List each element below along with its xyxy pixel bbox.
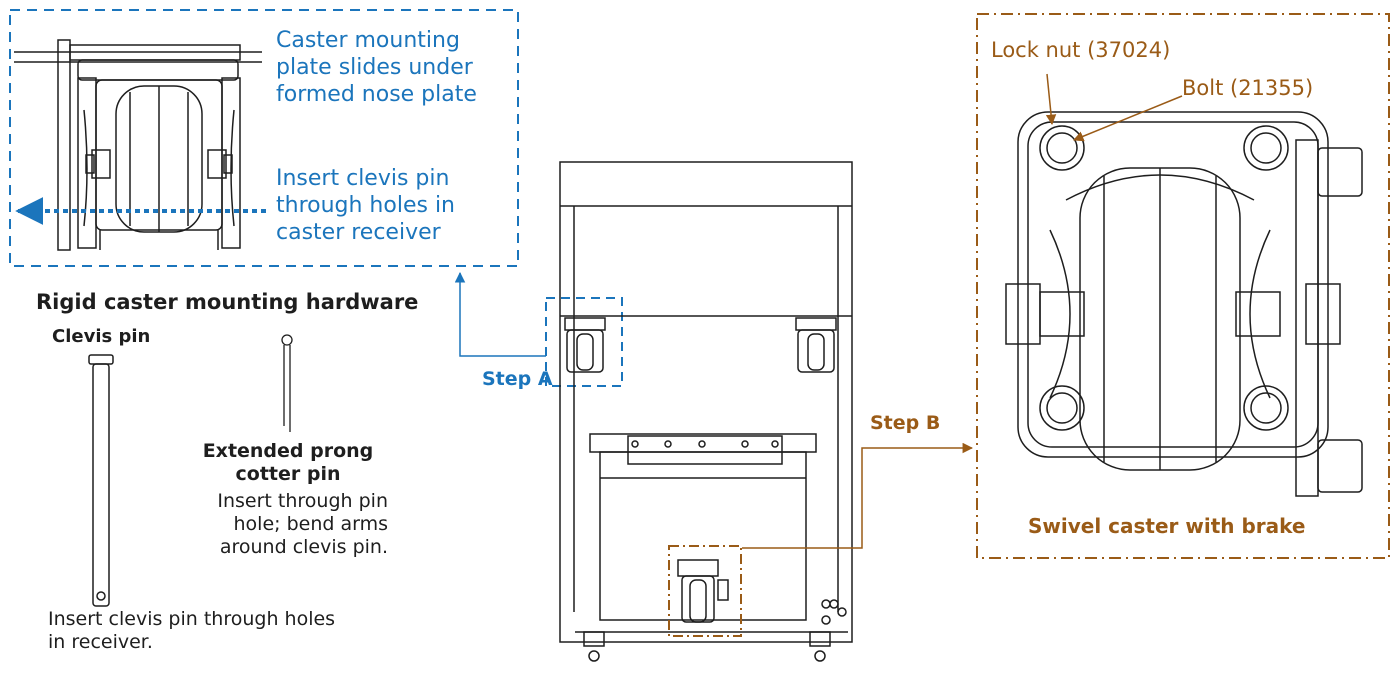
- cotter-pin-drawing: [281, 334, 293, 432]
- lock-nut-label: Lock nut (37024): [991, 38, 1171, 62]
- clevis-pin-note: Insert clevis pin through holes in recei…: [48, 608, 336, 654]
- insert-callout: Insert clevis pin through holes in caste…: [276, 166, 455, 245]
- bolt-label: Bolt (21355): [1182, 76, 1314, 100]
- step-a-label: Step A: [482, 368, 553, 390]
- step-b-leader: [742, 442, 974, 549]
- slide-callout: Caster mounting plate slides under forme…: [276, 28, 477, 107]
- detail-b-caption: Swivel caster with brake: [1028, 514, 1306, 538]
- clevis-pin-drawing: [88, 354, 114, 607]
- cotter-pin-note: Insert through pin hole; bend arms aroun…: [217, 490, 388, 559]
- step-a-box: [545, 297, 623, 387]
- swivel-caster-closeup: [1005, 111, 1363, 497]
- detail-a-frame: [9, 9, 519, 267]
- step-a-leader: [454, 271, 546, 357]
- lock-nut-leader: [1045, 73, 1057, 126]
- rigid-hardware-heading: Rigid caster mounting hardware: [36, 290, 419, 314]
- cotter-pin-title: Extended prong cotter pin: [202, 440, 374, 486]
- rigid-caster-closeup: [14, 39, 262, 251]
- step-b-label: Step B: [870, 412, 941, 434]
- clevis-pin-title: Clevis pin: [52, 326, 151, 347]
- cart-front-view: [559, 161, 853, 662]
- detail-b-frame: [976, 13, 1390, 559]
- bolt-leader: [1073, 95, 1183, 142]
- step-b-box: [668, 545, 742, 637]
